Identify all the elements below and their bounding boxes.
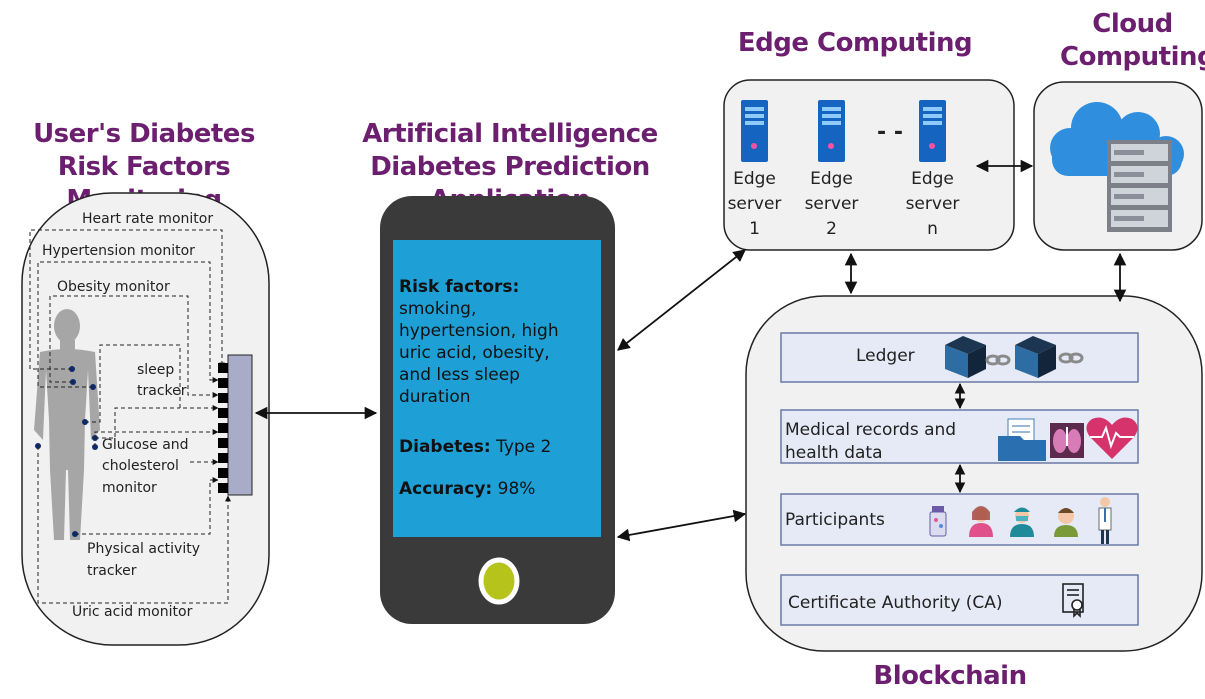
obesity-monitor-label: Obesity monitor <box>57 279 170 295</box>
diabetes-label: Diabetes: <box>399 437 491 457</box>
connection-arrows <box>254 159 1127 542</box>
phone-screen <box>393 240 601 537</box>
glucose-monitor-label-3: monitor <box>102 480 157 496</box>
server-icon <box>741 100 768 162</box>
edge-ellipsis: - - <box>877 120 903 145</box>
doctor-icon <box>1098 497 1112 544</box>
medical-records-label-2: health data <box>785 443 883 461</box>
heart-rate-icon <box>1086 417 1138 459</box>
edge-computing-title: Edge Computing <box>737 28 973 58</box>
sensor-hub <box>227 354 253 496</box>
glucose-monitor-label-1: Glucose and <box>102 437 189 453</box>
nurse-icon <box>969 506 993 537</box>
accuracy-label: Accuracy: <box>399 479 493 499</box>
participants-label: Participants <box>785 510 885 530</box>
sleep-tracker-label-2: tracker <box>137 383 187 399</box>
chain-link-icon <box>1058 352 1084 364</box>
server-icon <box>919 100 946 162</box>
sleep-tracker-label-1: sleep <box>137 362 175 378</box>
accuracy-value: 98% <box>497 479 536 499</box>
human-body-silhouette <box>34 309 100 540</box>
glucose-monitor-label-2: cholesterol <box>102 458 179 474</box>
cloud-computing-title: Cloud Computing <box>1060 9 1205 72</box>
phone-screen-content: Risk factors: smoking, hypertension, hig… <box>399 276 599 500</box>
risk-factor-line: and less sleep <box>399 365 520 385</box>
physical-activity-label-2: tracker <box>87 563 137 579</box>
blockchain-title: Blockchain <box>873 661 1027 691</box>
blockchain-panel <box>745 295 1203 652</box>
hypertension-monitor-label: Hypertension monitor <box>42 243 195 259</box>
folder-documents-icon <box>998 418 1046 461</box>
certificate-icon <box>1062 583 1084 618</box>
server-icon <box>818 100 845 162</box>
rack-server-icon <box>1107 140 1172 232</box>
ledger-label: Ledger <box>856 346 915 366</box>
surgeon-icon <box>1010 507 1034 537</box>
risk-factor-line: smoking, <box>399 299 477 319</box>
chain-link-icon <box>985 354 1011 366</box>
uric-acid-monitor-label: Uric acid monitor <box>72 604 193 620</box>
blockchain-block-icon <box>1015 336 1056 378</box>
home-button[interactable] <box>478 557 520 605</box>
monitor-dashed-lines <box>29 229 231 604</box>
lungs-xray-icon <box>1050 423 1084 458</box>
risk-factor-line: hypertension, high <box>399 321 559 341</box>
risk-factor-line: duration <box>399 387 471 407</box>
heart-rate-monitor-label: Heart rate monitor <box>82 211 214 227</box>
hub-ports <box>218 363 228 493</box>
patient-icon <box>1054 508 1078 537</box>
risk-factor-line: uric acid, obesity, <box>399 343 550 363</box>
medical-records-label-1: Medical records and <box>785 420 957 440</box>
risk-factors-label: Risk factors: <box>399 277 520 297</box>
physical-activity-label-1: Physical activity <box>87 541 201 557</box>
blockchain-block-icon <box>945 336 986 378</box>
certificate-authority-label: Certificate Authority (CA) <box>788 593 1003 613</box>
diabetes-value: Type 2 <box>496 437 552 457</box>
participants-layer <box>780 493 1139 546</box>
medicine-bottle-icon <box>929 506 947 537</box>
